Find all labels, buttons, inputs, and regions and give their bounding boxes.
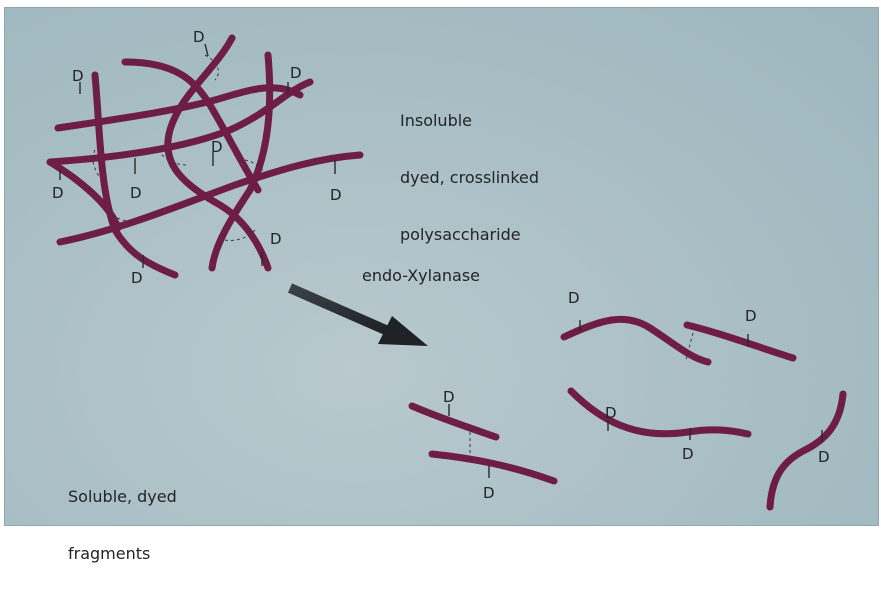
dye-label: D	[130, 184, 142, 202]
soluble-caption-line: Soluble, dyed	[68, 487, 177, 506]
dye-label: D	[330, 186, 342, 204]
soluble-caption-line: fragments	[68, 544, 177, 563]
dye-label: D	[682, 445, 694, 463]
soluble-caption: Soluble, dyed fragments	[68, 449, 177, 601]
dye-label: D	[72, 67, 84, 85]
insoluble-caption: Insoluble dyed, crosslinked polysacchari…	[400, 73, 539, 282]
dye-label: D	[211, 138, 223, 156]
dye-label: D	[131, 269, 143, 287]
insoluble-caption-line: dyed, crosslinked	[400, 168, 539, 187]
reaction-arrow	[290, 288, 428, 346]
dye-label: D	[52, 184, 64, 202]
fragment-chain	[687, 325, 793, 358]
dye-label: D	[818, 448, 830, 466]
fragment-chain	[770, 394, 843, 507]
fragment-chain	[412, 406, 496, 437]
dye-label: D	[605, 404, 617, 422]
fragment-chain	[432, 454, 554, 481]
dye-label: D	[290, 64, 302, 82]
insoluble-caption-line: polysaccharide	[400, 225, 539, 244]
soluble-fragments	[412, 319, 843, 507]
enzyme-label: endo-Xylanase	[362, 266, 480, 285]
network-chain	[95, 75, 175, 275]
diagram-canvas: D D D D D D D D D	[0, 0, 881, 528]
dye-label: D	[568, 289, 580, 307]
dye-label: D	[483, 484, 495, 502]
insoluble-caption-line: Insoluble	[400, 111, 539, 130]
dye-label: D	[270, 230, 282, 248]
dye-label: D	[745, 307, 757, 325]
dye-label: D	[443, 388, 455, 406]
fragment-chain	[571, 391, 748, 434]
crosslinked-network	[50, 38, 360, 275]
dye-label: D	[193, 28, 205, 46]
fragment-crosslinks	[470, 333, 693, 457]
